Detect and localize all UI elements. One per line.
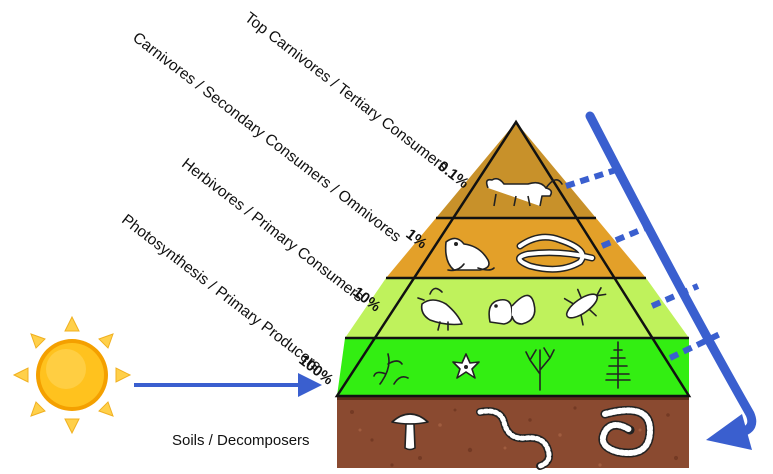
- snake-icon: [516, 233, 596, 273]
- soil-topline: [337, 396, 689, 400]
- squirrel-icon: [488, 294, 536, 325]
- millipede-icon: [598, 405, 655, 458]
- shrub-icon: [525, 347, 555, 391]
- level-label-carnivores: Carnivores / Secondary Consumers / Omniv…: [129, 29, 404, 246]
- soil-label: Soils / Decomposers: [172, 432, 310, 449]
- flower-icon: [452, 353, 480, 379]
- beetle-icon: [563, 287, 607, 326]
- tier-carnivores: [386, 218, 646, 278]
- energy-in-arrow-icon: [134, 373, 322, 397]
- energy-loss-arrow-icon: [585, 111, 757, 450]
- pyramid: [334, 119, 692, 398]
- pine-tree-icon: [605, 341, 631, 389]
- tier-top-carnivores: [436, 122, 596, 218]
- soil-layer: [337, 396, 689, 470]
- fox-icon: [485, 177, 563, 207]
- mushroom-icon: [391, 413, 429, 451]
- pyramid-outline: [334, 119, 692, 398]
- bird-icon: [417, 287, 463, 331]
- sun-icon: [12, 315, 132, 435]
- earthworm-icon: [476, 407, 553, 470]
- herb-icon: [373, 353, 409, 385]
- frog-icon: [444, 237, 495, 272]
- soil-texture-light: [358, 423, 642, 467]
- tier-producers: [337, 338, 689, 396]
